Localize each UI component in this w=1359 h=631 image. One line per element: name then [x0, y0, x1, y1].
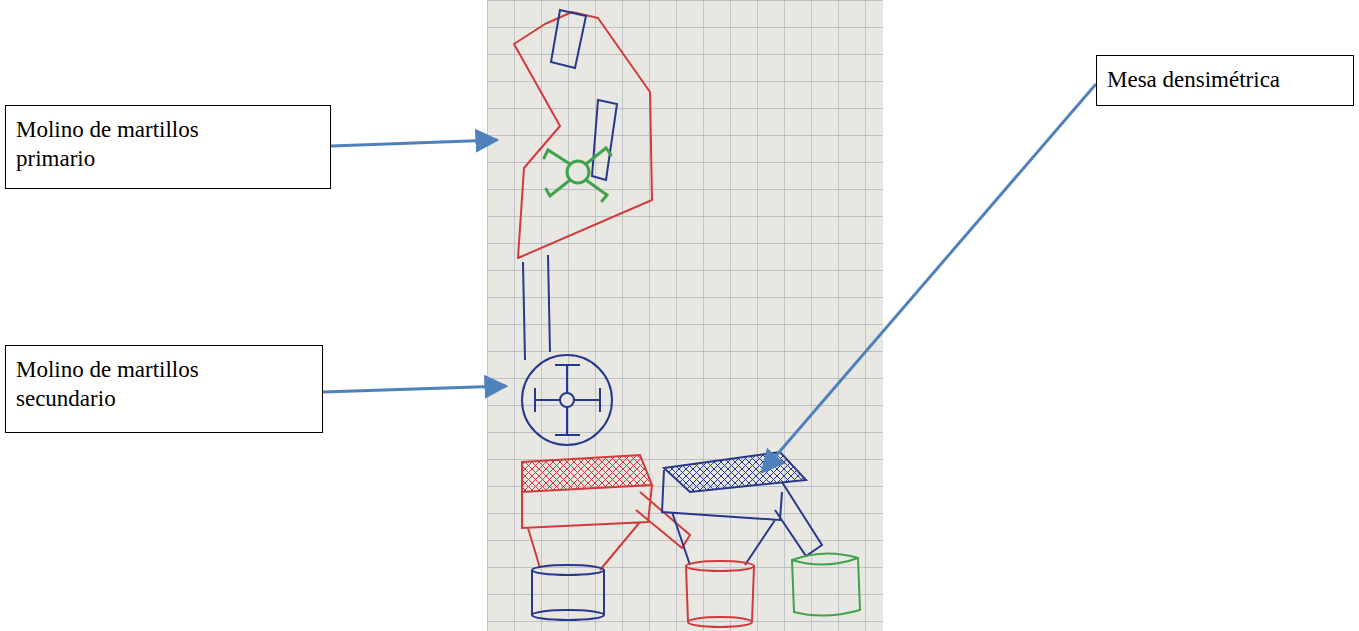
bin-sides [686, 566, 754, 622]
bin-sides [532, 570, 604, 615]
breaker-plate [551, 10, 586, 68]
callout-box: Molino de martillos secundario [5, 345, 323, 433]
rotor-hub [560, 393, 574, 407]
leader-arrow [762, 84, 1096, 472]
primary-mill-housing [514, 12, 652, 258]
collection-bin [686, 561, 754, 627]
collection-bin [792, 553, 860, 615]
callout-label: Molino de martillos primario [16, 116, 256, 174]
callout-box: Mesa densimétrica [1096, 55, 1354, 106]
breaker-plate [592, 100, 617, 180]
secondary-mill-housing [522, 355, 612, 445]
hammer-rotor [544, 148, 611, 201]
callout-label: Molino de martillos secundario [16, 356, 256, 414]
grid-paper [487, 0, 883, 631]
collection-bin [532, 565, 604, 620]
callout-label: Mesa densimétrica [1107, 66, 1343, 95]
leader-arrow [323, 386, 506, 392]
feed-chute [523, 255, 550, 360]
bin-bottom [688, 617, 752, 627]
callout-box: Molino de martillos primario [5, 105, 331, 189]
bin-rim [686, 561, 754, 571]
secondary-rotor [535, 365, 600, 435]
bin-rim [532, 565, 604, 575]
screen-body [522, 485, 690, 570]
table-body [662, 470, 822, 565]
paper-photo [487, 0, 883, 631]
rotor-bars [535, 365, 600, 435]
bin-bottom [532, 610, 604, 620]
hammer-arms [544, 148, 611, 201]
screen-mesh [522, 455, 652, 492]
leader-arrow [331, 140, 497, 146]
